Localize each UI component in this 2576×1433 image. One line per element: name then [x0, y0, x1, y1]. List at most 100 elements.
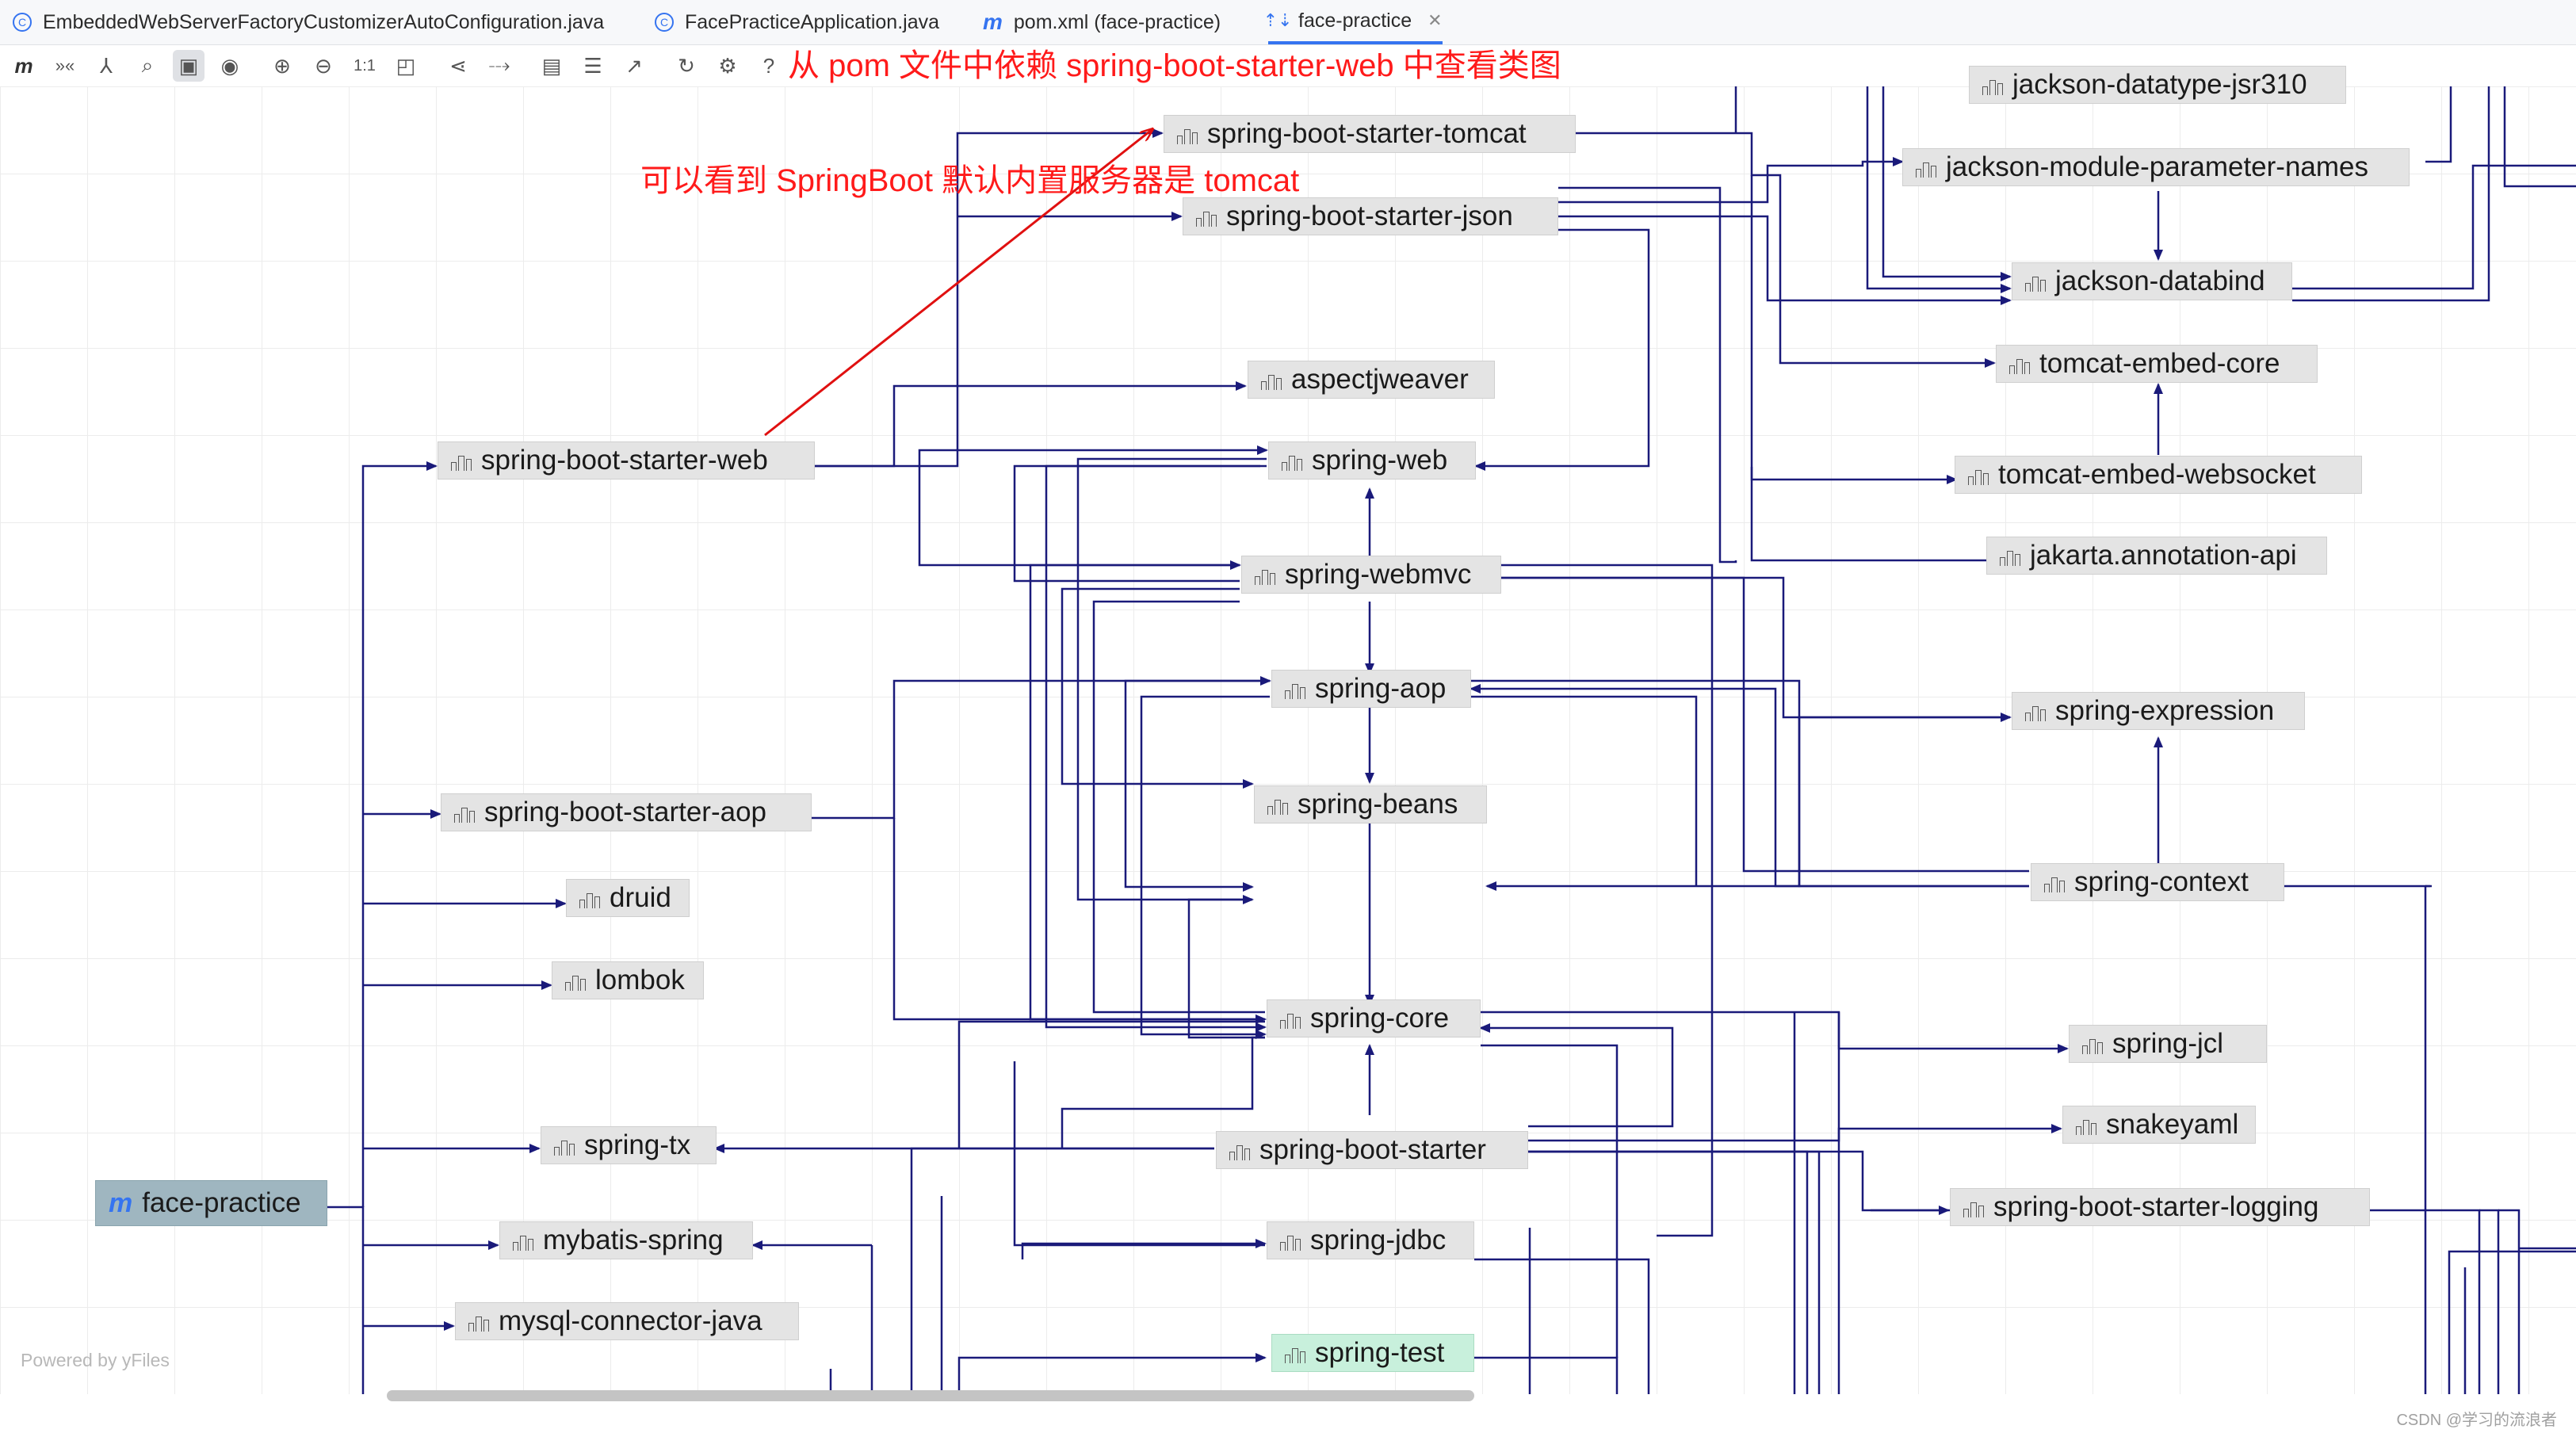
tab-face-practice-application[interactable]: C FacePracticeApplication.java [655, 0, 939, 44]
node-aspectjweaver[interactable]: aspectjweaver [1248, 361, 1495, 399]
tab-label: face-practice [1298, 9, 1412, 32]
library-icon [1282, 450, 1302, 471]
node-spring-aop[interactable]: spring-aop [1271, 670, 1471, 708]
library-icon [1916, 157, 1936, 178]
node-druid[interactable]: druid [566, 879, 690, 917]
library-icon [554, 1135, 575, 1156]
node-spring-boot-starter[interactable]: spring-boot-starter [1216, 1131, 1528, 1169]
powered-by-label: Powered by yFiles [21, 1350, 170, 1370]
library-icon [2000, 545, 2020, 566]
node-spring-boot-starter-aop[interactable]: spring-boot-starter-aop [441, 793, 812, 831]
close-icon[interactable]: ✕ [1428, 10, 1443, 30]
node-spring-beans[interactable]: spring-beans [1254, 785, 1487, 823]
library-icon [1196, 206, 1217, 227]
node-spring-context[interactable]: spring-context [2031, 863, 2284, 901]
node-face-practice-root[interactable]: m face-practice [95, 1180, 327, 1226]
library-icon [1255, 564, 1275, 585]
node-label: lombok [595, 965, 685, 995]
library-icon [1280, 1230, 1301, 1251]
node-spring-expression[interactable]: spring-expression [2012, 692, 2305, 730]
node-jackson-module-parameter-names[interactable]: jackson-module-parameter-names [1902, 148, 2410, 186]
share-icon[interactable]: ⋖ [449, 53, 467, 78]
node-spring-test[interactable]: spring-test [1271, 1334, 1474, 1372]
find-icon[interactable]: ⌕ [141, 53, 154, 77]
help-icon[interactable]: ? [762, 53, 775, 78]
node-label: spring-aop [1315, 673, 1447, 704]
node-spring-boot-starter-logging[interactable]: spring-boot-starter-logging [1950, 1188, 2370, 1226]
library-icon [2044, 872, 2065, 892]
node-label: jakarta.annotation-api [2030, 540, 2297, 571]
node-label: mybatis-spring [543, 1225, 724, 1255]
collapse-icon[interactable]: »« [55, 55, 75, 75]
library-icon [2025, 701, 2046, 721]
node-mysql-connector-java[interactable]: mysql-connector-java [455, 1302, 799, 1340]
library-icon [1267, 794, 1288, 815]
node-spring-jcl[interactable]: spring-jcl [2069, 1025, 2267, 1063]
library-icon [454, 802, 475, 823]
diagram-canvas[interactable]: 可以看到 SpringBoot 默认内置服务器是 tomcat jackson-… [0, 66, 2576, 1394]
zoom-in-icon[interactable]: ⊕ [273, 53, 291, 78]
library-icon [565, 970, 586, 991]
node-tomcat-embed-core[interactable]: tomcat-embed-core [1996, 345, 2318, 383]
zoom-out-icon[interactable]: ⊖ [315, 53, 332, 78]
node-tomcat-embed-websocket[interactable]: tomcat-embed-websocket [1955, 456, 2362, 494]
node-label: spring-core [1310, 1003, 1450, 1034]
library-icon [1963, 1197, 1984, 1217]
annotation-note: 可以看到 SpringBoot 默认内置服务器是 tomcat [640, 163, 1300, 198]
node-label: mysql-connector-java [499, 1305, 762, 1336]
node-lombok[interactable]: lombok [552, 961, 704, 999]
actual-size-icon[interactable]: 1:1 [354, 56, 376, 75]
library-icon [579, 888, 600, 908]
node-label: spring-web [1312, 445, 1448, 476]
node-spring-web[interactable]: spring-web [1268, 441, 1476, 480]
dependency-edges [327, 86, 2576, 1394]
tab-label: FacePracticeApplication.java [685, 10, 939, 33]
library-icon [468, 1311, 489, 1332]
library-icon [513, 1230, 533, 1251]
node-jackson-jsr310[interactable]: jackson-datatype-jsr310 [1969, 66, 2346, 104]
node-label: spring-jdbc [1310, 1225, 1447, 1255]
library-icon [2009, 353, 2030, 374]
edge-icon[interactable]: ⤏ [488, 53, 510, 77]
node-mybatis-spring[interactable]: mybatis-spring [499, 1221, 753, 1259]
node-spring-webmvc[interactable]: spring-webmvc [1241, 556, 1501, 594]
maven-icon[interactable]: m [14, 53, 33, 78]
node-label: tomcat-embed-websocket [1998, 459, 2316, 490]
tab-pom-xml[interactable]: m pom.xml (face-practice) [983, 0, 1221, 44]
library-icon [1982, 75, 2003, 95]
node-label: druid [610, 882, 671, 913]
node-label: tomcat-embed-core [2039, 348, 2280, 379]
library-icon [2025, 271, 2046, 292]
node-label: spring-beans [1298, 789, 1458, 820]
library-icon [1261, 369, 1282, 390]
export-icon[interactable]: ↗ [625, 53, 643, 78]
node-spring-core[interactable]: spring-core [1267, 999, 1481, 1037]
horizontal-scrollbar[interactable] [387, 1390, 1474, 1401]
fit-page-icon[interactable]: ◰ [396, 53, 416, 78]
eye-icon[interactable]: ◉ [220, 53, 239, 78]
node-jakarta-annotation-api[interactable]: jakarta.annotation-api [1986, 537, 2327, 575]
tab-embedded-config[interactable]: C EmbeddedWebServerFactoryCustomizerAuto… [13, 0, 604, 44]
hierarchy-icon[interactable]: ⅄ [100, 53, 113, 78]
settings-icon[interactable]: ⚙ [718, 53, 737, 78]
maven-icon: m [109, 1187, 133, 1218]
tab-face-practice-diagram[interactable]: ⇡⇣ face-practice ✕ [1263, 0, 1443, 44]
node-spring-jdbc[interactable]: spring-jdbc [1267, 1221, 1474, 1259]
node-spring-boot-starter-json[interactable]: spring-boot-starter-json [1183, 197, 1558, 235]
library-icon [1280, 1008, 1301, 1029]
annotation-title: 从 pom 文件中依赖 spring-boot-starter-web 中查看类… [788, 48, 1561, 83]
node-jackson-databind[interactable]: jackson-databind [2012, 262, 2292, 300]
node-spring-boot-starter-tomcat[interactable]: spring-boot-starter-tomcat [1164, 115, 1576, 153]
node-spring-tx[interactable]: spring-tx [541, 1126, 717, 1164]
node-label: face-practice [142, 1187, 301, 1218]
node-spring-boot-starter-web[interactable]: spring-boot-starter-web [438, 441, 815, 480]
node-label: spring-boot-starter-json [1226, 201, 1513, 231]
node-snakeyaml[interactable]: snakeyaml [2062, 1106, 2256, 1144]
diagram-icon: ⇡⇣ [1263, 10, 1293, 30]
fit-content-icon[interactable]: ▣ [173, 50, 204, 82]
refresh-icon[interactable]: ↻ [678, 53, 695, 78]
copy-icon[interactable]: ▤ [541, 53, 562, 78]
library-icon [1285, 678, 1305, 699]
layout-icon[interactable]: ☰ [583, 53, 602, 78]
node-label: aspectjweaver [1291, 364, 1469, 395]
